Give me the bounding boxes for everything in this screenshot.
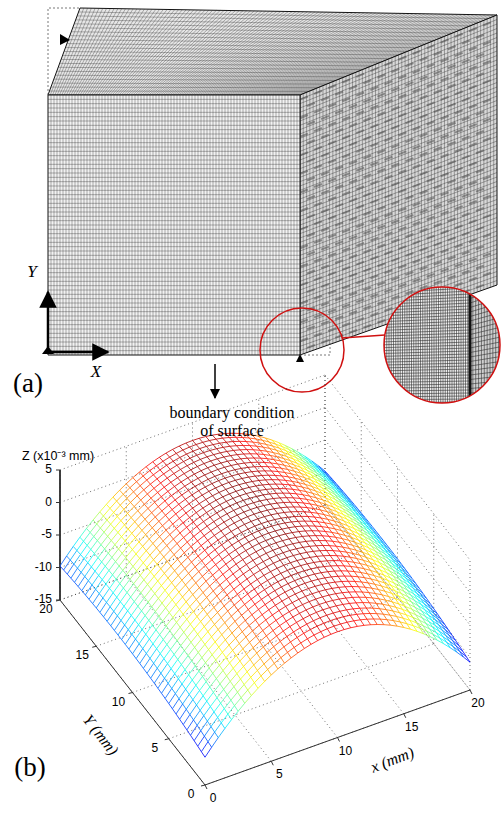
tick-label: 0 [188, 788, 195, 802]
axis-label: Y [27, 262, 36, 282]
caption-note: boundary condition of surface [162, 404, 302, 441]
axis-label: x (mm) [368, 743, 416, 776]
tick-label: 0 [45, 496, 52, 510]
tick-label: 15 [76, 649, 89, 663]
tick-label: 10 [339, 745, 352, 759]
tick-label: -5 [41, 528, 52, 542]
tick-label: 15 [405, 721, 418, 735]
surface-mesh [60, 433, 470, 757]
axis-label: Z (x10⁻³ mm) [22, 449, 94, 463]
tick-label: -10 [35, 561, 52, 575]
axis-label: (a) [13, 368, 43, 399]
tick-label: 5 [276, 768, 283, 782]
axis-label: Y (mm) [78, 711, 121, 759]
magnifier [260, 270, 503, 420]
tick-label: 0 [210, 792, 217, 806]
tick-label: 10 [112, 696, 125, 710]
tick-label: 5 [151, 742, 158, 756]
mesh-face [48, 95, 300, 355]
axis-label: (b) [14, 752, 45, 783]
tick-label: 20 [471, 697, 484, 711]
tick-label: 20 [39, 603, 52, 617]
axis-label: X [91, 362, 101, 382]
tick-label: 5 [45, 463, 52, 477]
down-arrow [215, 364, 216, 398]
surface-plot [56, 375, 472, 789]
